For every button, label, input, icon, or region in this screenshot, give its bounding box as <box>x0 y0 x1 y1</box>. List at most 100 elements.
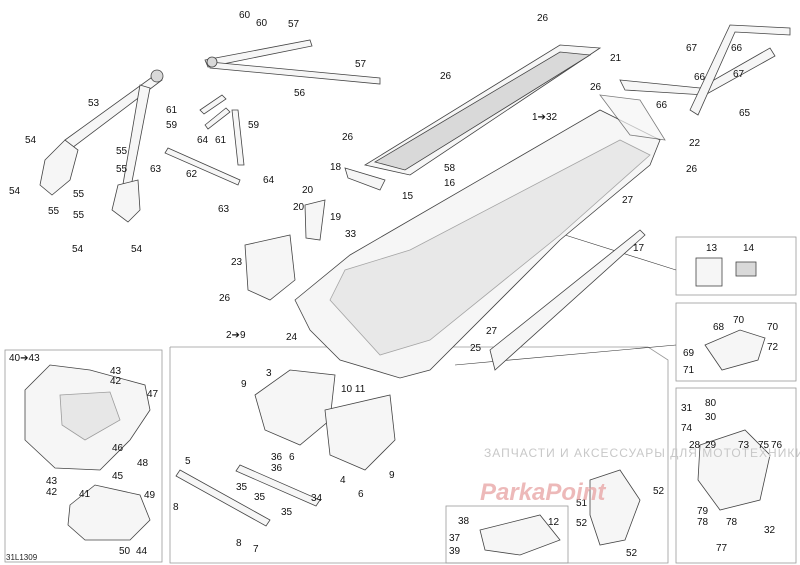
callout-label: 48 <box>137 458 149 469</box>
callout-label: 32 <box>764 525 776 536</box>
lower-brackets <box>175 369 396 527</box>
callout-label: 67 <box>733 69 745 80</box>
callout-label: 24 <box>286 332 298 343</box>
callout-label: 59 <box>166 120 178 131</box>
callout-label: 64 <box>263 175 275 186</box>
diagram-code: 31L1309 <box>6 553 38 562</box>
callout-label: 62 <box>186 169 198 180</box>
callout-label: 76 <box>771 440 783 451</box>
callout-label: 61 <box>166 105 178 116</box>
callout-label: 3 <box>266 368 272 379</box>
callout-label: 16 <box>444 178 456 189</box>
callout-label: 58 <box>444 163 456 174</box>
callout-label: 36 <box>271 463 283 474</box>
callout-label: 12 <box>548 517 560 528</box>
callout-label: 41 <box>79 489 91 500</box>
callout-label: 54 <box>25 135 37 146</box>
callout-label: 30 <box>705 412 717 423</box>
callout-label: 70 <box>733 315 745 326</box>
callout-label: 6 <box>289 452 295 463</box>
callout-label: 36 <box>271 452 283 463</box>
callout-label: 34 <box>311 493 323 504</box>
callout-label: 54 <box>131 244 143 255</box>
watermark-text: ЗАПЧАСТИ И АКСЕССУАРЫ ДЛЯ МОТОТЕХНИКИ <box>484 446 800 460</box>
callout-label: 50 <box>119 546 131 557</box>
callout-label: 2➔9 <box>226 330 246 341</box>
callout-label: 8 <box>236 538 242 549</box>
callout-label: 66 <box>694 72 706 83</box>
callout-label: 28 <box>689 440 701 451</box>
callout-label: 18 <box>330 162 342 173</box>
callout-label: 60 <box>256 18 268 29</box>
callout-labels: 60 60 57 57 56 53 61 59 64 61 59 54 55 6… <box>9 10 783 559</box>
callout-label: 57 <box>288 19 300 30</box>
callout-label: 26 <box>342 132 354 143</box>
callout-label: 35 <box>254 492 266 503</box>
callout-label: 53 <box>88 98 100 109</box>
callout-label: 4 <box>340 475 346 486</box>
callout-label: 52 <box>653 486 665 497</box>
callout-label: 38 <box>458 516 470 527</box>
callout-label: 43 <box>46 476 58 487</box>
callout-label: 21 <box>610 53 622 64</box>
callout-label: 72 <box>767 342 779 353</box>
callout-label: 80 <box>705 398 717 409</box>
callout-label: 13 <box>706 243 718 254</box>
callout-label: 27 <box>622 195 634 206</box>
callout-label: 57 <box>355 59 367 70</box>
callout-label: 29 <box>705 440 717 451</box>
callout-label: 35 <box>281 507 293 518</box>
callout-label: 26 <box>219 293 231 304</box>
front-bracket-group <box>24 364 151 541</box>
callout-label: 55 <box>73 210 85 221</box>
callout-label: 70 <box>767 322 779 333</box>
callout-label: 55 <box>116 146 128 157</box>
callout-label: 39 <box>449 546 461 557</box>
callout-label: 26 <box>537 13 549 24</box>
callout-label: 10 11 <box>341 384 366 395</box>
callout-label: 9 <box>389 470 395 481</box>
callout-label: 23 <box>231 257 243 268</box>
callout-label: 9 <box>241 379 247 390</box>
callout-label: 7 <box>253 544 259 555</box>
callout-label: 15 <box>402 191 414 202</box>
callout-label: 51 <box>576 498 588 509</box>
callout-label: 20 <box>293 202 305 213</box>
callout-label: 71 <box>683 365 695 376</box>
callout-label: 54 <box>72 244 84 255</box>
callout-label: 26 <box>590 82 602 93</box>
callout-label: 79 <box>697 506 709 517</box>
callout-label: 17 <box>633 243 645 254</box>
callout-label: 68 <box>713 322 725 333</box>
callout-label: 49 <box>144 490 156 501</box>
side-panels <box>479 257 771 556</box>
callout-label: 56 <box>294 88 306 99</box>
callout-label: 26 <box>686 164 698 175</box>
callout-label: 64 <box>197 135 209 146</box>
callout-label: 54 <box>9 186 21 197</box>
callout-label: 55 <box>73 189 85 200</box>
callout-label: 65 <box>739 108 751 119</box>
callout-label: 33 <box>345 229 357 240</box>
callout-label: 26 <box>440 71 452 82</box>
callout-label: 73 <box>738 440 750 451</box>
callout-label: 63 <box>150 164 162 175</box>
callout-label: 55 <box>48 206 60 217</box>
callout-label: 66 <box>656 100 668 111</box>
callout-label: 37 <box>449 533 461 544</box>
callout-label: 8 <box>173 502 179 513</box>
callout-label: 42 <box>110 376 122 387</box>
tunnel-assembly <box>244 24 791 379</box>
callout-label: 61 <box>215 135 227 146</box>
callout-label: 44 <box>136 546 148 557</box>
callout-label: 78 <box>697 517 709 528</box>
watermark-logo: ParkaPoint <box>480 479 606 506</box>
callout-label: 20 <box>302 185 314 196</box>
callout-label: 22 <box>689 138 701 149</box>
callout-label: 69 <box>683 348 695 359</box>
callout-label: 1➔32 <box>532 112 558 123</box>
callout-label: 35 <box>236 482 248 493</box>
group-boxes <box>4 234 797 564</box>
